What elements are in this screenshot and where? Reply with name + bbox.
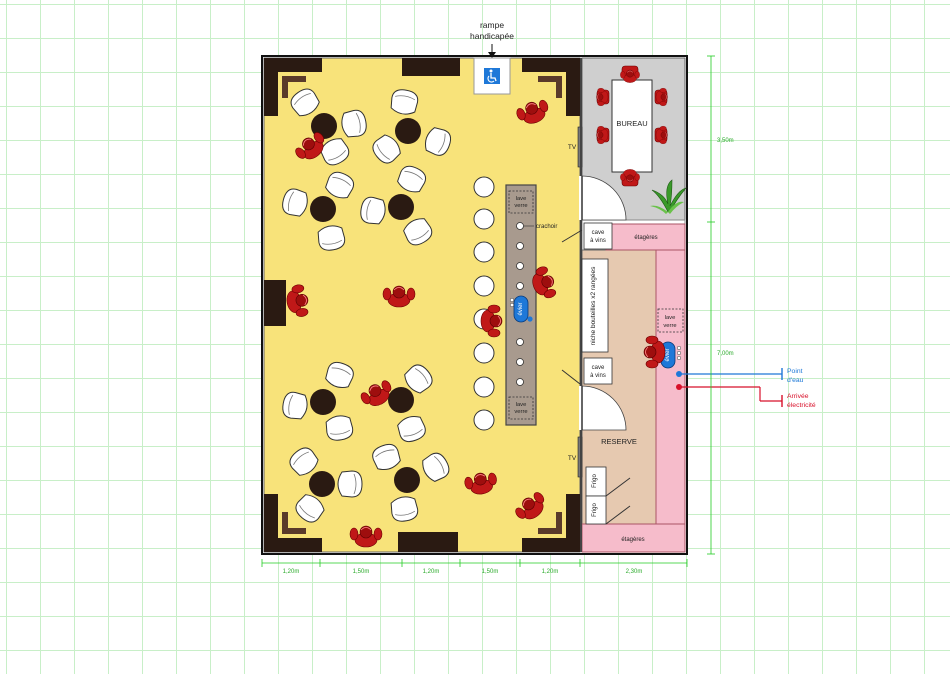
dim-bottom-1: 1,20m [283,569,300,575]
wine-cellar-1 [583,222,613,250]
dim-bottom-2: 1,50m [353,569,370,575]
dim-bottom-4: 1,50m [482,569,499,575]
wine-cellar-2-label-2: à vins [590,373,606,379]
electric-label-2: électricité [787,402,816,409]
bar-tap-1 [509,297,515,303]
water-label-2: d'eau [787,377,804,384]
wine-cellar-2-label-1: cave [592,365,605,371]
bottle-niche-label: niche bouteilles x2 rangées [590,266,597,346]
wine-cellar-2 [583,357,613,385]
reserve-lave-verre-label-1: lave [665,315,676,321]
crachoir-icon [516,222,524,230]
bureau-table [611,79,653,173]
reserve-tap-1 [676,345,682,351]
plant-icon [650,179,687,214]
water-supply [676,368,783,380]
bar-water-point [527,316,533,322]
reserve-tap-2 [676,350,682,356]
wine-cellar-1-label-1: cave [592,230,605,236]
fridge-2-label: Frigo [592,503,598,517]
dimension-right [707,55,715,555]
crachoir-label: crachoir [536,224,557,230]
electric-supply [676,384,783,407]
dim-bottom-3: 1,20m [423,569,440,575]
reserve-sink-label: évier [665,348,671,361]
water-label-1: Point [787,368,803,375]
bar-sink [513,295,529,323]
bureau-label: BUREAU [616,119,647,128]
bar-tap-2 [509,302,515,308]
shelves-bottom-label: étagères [621,537,644,543]
bar-sink-label: évier [518,302,524,315]
reserve-door-gap [579,386,583,430]
tv-top-label: TV [568,144,577,151]
arrow-down-icon [488,52,496,58]
wheelchair-icon [484,68,500,84]
bar-lave-verre-bottom-label-1: lave [516,402,527,408]
reserve-lave-verre [657,308,684,333]
tv-bottom-label: TV [568,455,577,462]
dimension-bottom [261,559,688,567]
bar-glasses [516,242,524,386]
fridge-1-door [605,477,631,497]
wine-cellar-1-label-2: à vins [590,238,606,244]
reserve-door-swing [581,385,627,431]
bar-lave-verre-top [508,190,534,214]
ramp-label-1: rampe [480,20,504,30]
dim-bottom-5: 1,20m [542,569,559,575]
wine-cellar-2-door [561,369,581,385]
reserve-lave-verre-label-2: verre [663,323,676,329]
bar-lave-verre-top-label-1: lave [516,196,527,202]
dim-right-bottom: 7,00m [717,351,734,357]
reserve-label: RESERVE [601,437,637,446]
electric-label-1: Arrivée [787,393,809,400]
bar-lave-verre-bottom [508,396,534,420]
dim-bottom-6: 2,30m [626,569,643,575]
bureau-door-swing [581,175,627,221]
bottle-niche [581,258,609,353]
bar-lave-verre-top-label-2: verre [514,203,527,209]
shelves-top-label: étagères [634,235,657,241]
bar-lave-verre-bottom-label-2: verre [514,409,527,415]
reserve-tap-3 [676,355,682,361]
fridge-2 [585,495,607,525]
wall-corners [264,58,580,552]
fridge-1-label: Frigo [592,474,598,488]
bureau-door-gap [579,176,583,220]
ramp-label-2: handicapée [470,31,514,41]
fridge-2-door [605,505,631,525]
wine-cellar-1-door [561,229,583,243]
round-tables [309,113,421,497]
dim-right-top: 3,50m [717,138,734,144]
